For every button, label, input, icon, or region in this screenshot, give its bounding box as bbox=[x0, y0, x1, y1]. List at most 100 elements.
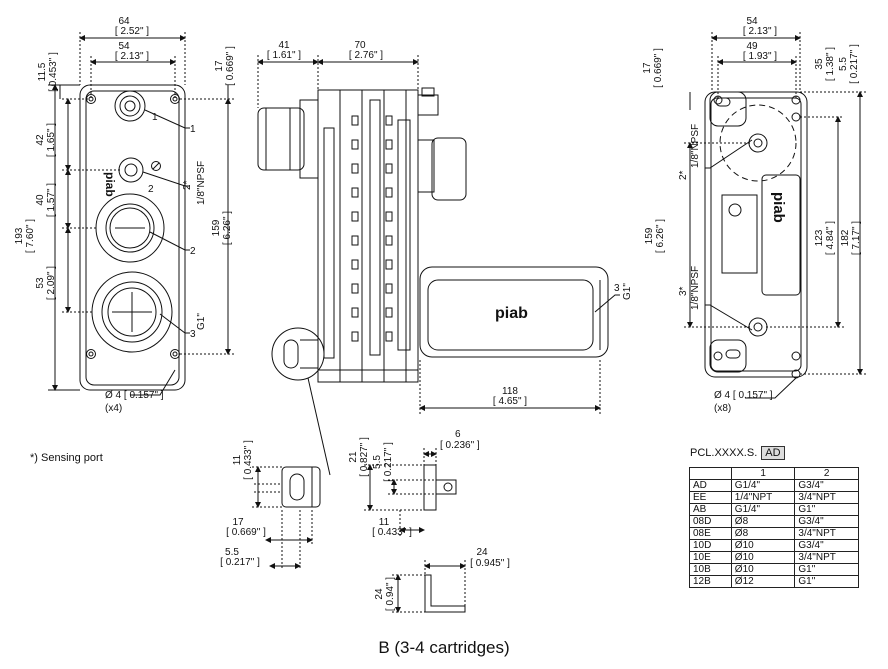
silencer-brand: piab bbox=[495, 305, 528, 322]
dim-label: [ 2.52" ] bbox=[115, 26, 149, 37]
callout-label: 2* bbox=[182, 180, 193, 190]
table-cell: 3/4"NPT bbox=[794, 527, 859, 540]
table-cell: 12B bbox=[689, 575, 732, 588]
callout-label: 1 bbox=[190, 124, 196, 135]
side-view bbox=[257, 55, 620, 476]
table-cell: 1/4"NPT bbox=[730, 491, 796, 504]
back-brand: piab bbox=[770, 192, 787, 223]
back-dim-labels: 54 [ 2.13" ] 49 [ 1.93" ] 17 [ 0.669" ] … bbox=[642, 16, 862, 414]
mount-hole bbox=[791, 112, 801, 122]
table-cell: 10B bbox=[689, 563, 732, 576]
cartridge-slots bbox=[351, 115, 393, 342]
callout-label: 1/8"NPSF bbox=[690, 124, 701, 168]
dim-label: 40 bbox=[35, 194, 46, 206]
table-cell: G3/4" bbox=[794, 539, 859, 552]
dim-label: [ 1.65" ] bbox=[46, 123, 57, 157]
dim-label: 118 bbox=[502, 386, 518, 397]
table-header: 1 bbox=[730, 467, 796, 480]
bracket-dim-labels: 11 [ 0.433" ] 17 [ 0.669" ] 5.5 [ 0.217"… bbox=[220, 429, 510, 611]
callout-label: G1" bbox=[622, 283, 633, 300]
bracket-views bbox=[252, 448, 466, 613]
front-brand: piab bbox=[103, 172, 117, 197]
sensing-port-2 bbox=[118, 157, 144, 183]
dim-label: 11.5 bbox=[37, 62, 48, 81]
mount-hole bbox=[86, 349, 96, 359]
dim-label: 17 bbox=[232, 517, 244, 528]
dim-label: [ 0.669" ] bbox=[225, 46, 236, 86]
dim-label: [ 0.433" ] bbox=[243, 440, 254, 480]
sensing-port-note: *) Sensing port bbox=[30, 452, 103, 464]
table-cell: G1" bbox=[794, 503, 859, 516]
dim-label: 5.5 bbox=[372, 455, 383, 469]
pcl-title-text: PCL.XXXX.S. bbox=[690, 447, 758, 459]
table-cell: G3/4" bbox=[794, 479, 859, 492]
dim-label: 193 bbox=[14, 227, 25, 244]
dim-label: [ 1.57" ] bbox=[46, 183, 57, 217]
dim-label: 53 bbox=[35, 277, 46, 289]
dim-label: 49 bbox=[746, 41, 758, 52]
mount-hole bbox=[791, 351, 801, 361]
table-cell: Ø10 bbox=[730, 539, 796, 552]
table-header bbox=[689, 467, 732, 480]
table-header-row: 1 2 bbox=[689, 467, 859, 480]
hole-label: Ø 4 [ 0.157" ] bbox=[105, 390, 164, 401]
dim-label: [ 2.13" ] bbox=[743, 26, 777, 37]
table-cell: G1" bbox=[794, 563, 859, 576]
dim-label: 70 bbox=[354, 40, 366, 51]
dim-label: 5.5 bbox=[838, 57, 849, 71]
mount-hole bbox=[170, 349, 180, 359]
dim-label: 6 bbox=[455, 429, 461, 440]
callout-label: 1/8"NPSF bbox=[196, 161, 207, 205]
table-cell: G1/4" bbox=[730, 503, 796, 516]
table-cell: 3/4"NPT bbox=[794, 491, 859, 504]
table-cell: Ø12 bbox=[730, 575, 796, 588]
dim-label: [ 0.669" ] bbox=[653, 48, 664, 88]
dim-label: [ 0.236" ] bbox=[440, 440, 480, 451]
callout-label: 3 bbox=[614, 283, 620, 294]
side-body bbox=[317, 89, 419, 383]
dim-label: 159 bbox=[211, 219, 222, 236]
dim-label: 42 bbox=[35, 134, 46, 146]
dim-label: [ 6.26" ] bbox=[655, 219, 666, 253]
table-cell: Ø8 bbox=[730, 515, 796, 528]
dim-label: 54 bbox=[118, 41, 130, 52]
dim-label: 41 bbox=[278, 40, 290, 51]
table-cell: G1/4" bbox=[730, 479, 796, 492]
hole-label: Ø 4 [ 0.157" ] bbox=[714, 390, 773, 401]
dim-label: 24 bbox=[476, 547, 488, 558]
side-dim-labels: 41 [ 1.61" ] 70 [ 2.76" ] 118 [ 4.65" ] … bbox=[267, 40, 633, 407]
table-cell: Ø8 bbox=[730, 527, 796, 540]
table-cell: Ø10 bbox=[730, 551, 796, 564]
table-cell: EE bbox=[689, 491, 732, 504]
dim-label: 11 bbox=[232, 454, 243, 465]
silencer bbox=[419, 266, 609, 358]
sensing-port-back bbox=[748, 133, 768, 153]
hole-count: (x8) bbox=[714, 403, 731, 414]
dim-label: [ 0.827" ] bbox=[359, 437, 370, 477]
dim-label: [ 0.945" ] bbox=[470, 558, 510, 569]
table-cell: G1" bbox=[794, 575, 859, 588]
dim-label: 64 bbox=[118, 16, 130, 27]
table-cell: 3/4"NPT bbox=[794, 551, 859, 564]
port-1 bbox=[114, 90, 146, 122]
back-brand-plate bbox=[761, 174, 801, 296]
dim-label: 17 bbox=[214, 60, 225, 72]
dim-label: 159 bbox=[644, 227, 655, 244]
back-housing bbox=[704, 91, 808, 378]
table-cell: AD bbox=[689, 479, 732, 492]
back-view bbox=[684, 32, 866, 399]
dim-label: [ 4.65" ] bbox=[493, 396, 527, 407]
dim-label: [ 1.38" ] bbox=[825, 47, 836, 81]
callout-label: 2 bbox=[190, 246, 196, 257]
dim-label: [ 7.17" ] bbox=[851, 221, 862, 255]
dim-label: [ 0.217" ] bbox=[849, 44, 860, 84]
dim-label: [ 2.09" ] bbox=[46, 266, 57, 300]
front-view bbox=[48, 32, 236, 396]
dim-label: [ 0.669" ] bbox=[226, 527, 266, 538]
